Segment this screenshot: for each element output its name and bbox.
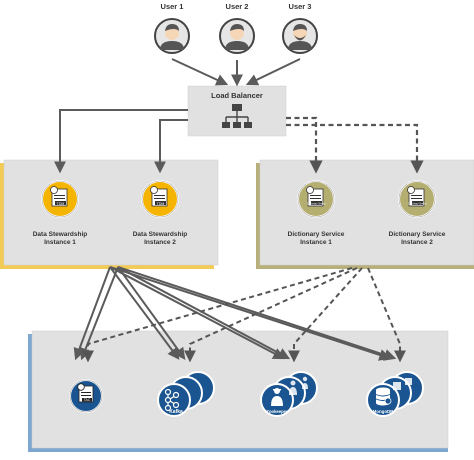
document-server-icon	[50, 186, 68, 207]
document-server-icon	[150, 186, 168, 207]
user-2: User 2	[219, 2, 255, 54]
stewardship-group	[0, 159, 219, 269]
stewardship-1-label-line2: Instance 1	[44, 239, 76, 246]
load-balancer-label: Load Balancer	[211, 91, 263, 100]
dictionary-2-badge: Dictionary Service	[408, 203, 427, 206]
user-1: User 1	[154, 2, 190, 54]
dictionary-instance-2: Dictionary Service Dictionary Service In…	[389, 180, 446, 246]
user-3: User 3	[282, 2, 318, 54]
network-hierarchy-icon	[222, 104, 252, 128]
dictionary-instance-1: Dictionary Service Dictionary Service In…	[288, 180, 345, 246]
user-male-icon	[160, 24, 184, 50]
dictionary-1-badge: Dictionary Service	[307, 203, 326, 206]
stewardship-1-badge: TDM	[57, 202, 65, 206]
mongodb-badge: MongoDB	[373, 409, 394, 414]
stewardship-instance-1: TDM Data Stewardship Instance 1	[33, 180, 88, 246]
document-server-icon	[407, 186, 425, 207]
stewardship-2-label-line1: Data Stewardship	[133, 231, 188, 238]
stewardship-2-label-line2: Instance 2	[144, 239, 176, 246]
lb-to-stewardship-arrows	[54, 109, 188, 174]
user-1-label: User 1	[161, 2, 184, 11]
dictionary-1-label-line2: Instance 1	[300, 239, 332, 246]
dictionary-group	[256, 159, 474, 269]
mongodb-icon	[375, 387, 392, 406]
kafka-badge: Kafka	[169, 409, 183, 415]
zookeeper-icon	[289, 376, 308, 395]
mongodb-service: MongoDB	[366, 371, 424, 417]
user-bearded-icon	[288, 24, 312, 50]
dictionary-2-label-line2: Instance 2	[401, 239, 433, 246]
kafka-service: Kafka	[157, 371, 215, 417]
zookeeper-service: Zookeeper	[260, 371, 318, 417]
stewardship-to-backend-arrows	[73, 266, 397, 361]
stewardship-instance-2: TDM Data Stewardship Instance 2	[133, 180, 188, 246]
user-2-label: User 2	[226, 2, 249, 11]
document-server-icon	[77, 383, 94, 403]
load-balancer-box: Load Balancer	[187, 85, 287, 137]
zookeeper-icon	[271, 388, 283, 406]
mongodb-icon	[393, 378, 412, 390]
kafka-icon	[164, 388, 180, 412]
tac-service: TAC	[69, 379, 103, 413]
tac-badge: TAC	[84, 398, 91, 402]
stewardship-2-badge: TDM	[157, 202, 165, 206]
document-server-icon	[306, 186, 324, 207]
stewardship-1-label-line1: Data Stewardship	[33, 231, 88, 238]
dictionary-1-label-line1: Dictionary Service	[288, 231, 345, 238]
lb-to-dictionary-arrows	[286, 116, 424, 174]
dictionary-to-backend-arrows	[82, 267, 406, 363]
user-male-icon	[225, 24, 249, 50]
user-to-lb-arrows	[171, 58, 301, 87]
dictionary-2-label-line1: Dictionary Service	[389, 231, 446, 238]
zookeeper-badge: Zookeeper	[266, 409, 288, 414]
user-3-label: User 3	[289, 2, 312, 11]
